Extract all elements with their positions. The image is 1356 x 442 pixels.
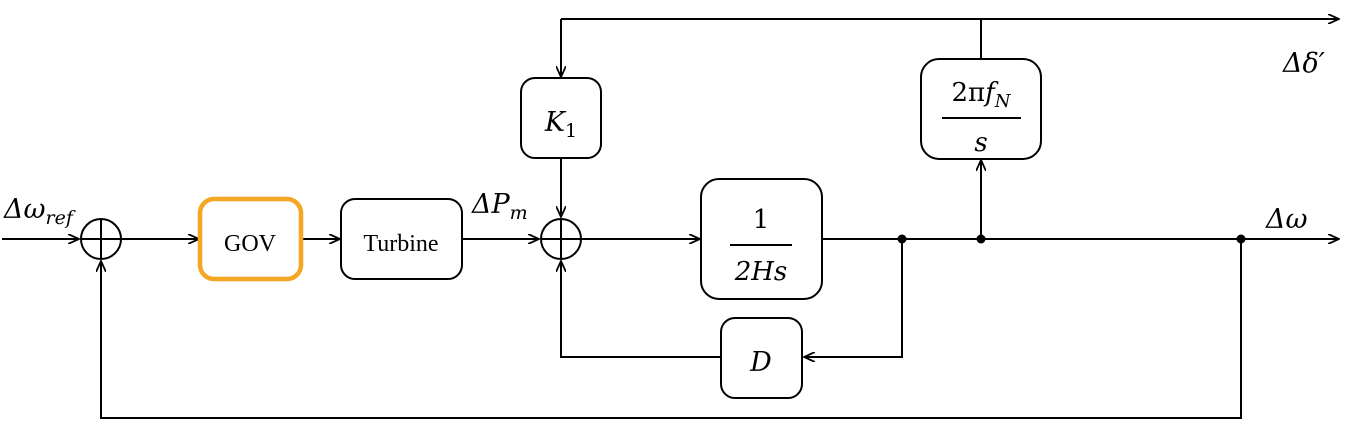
damping-label: D <box>749 347 772 378</box>
pm-label: ΔPm <box>471 189 528 224</box>
integrator-block[interactable]: 2πfN s <box>920 58 1042 160</box>
summing-junction-1 <box>80 218 122 260</box>
inertia-denominator: 2Hs <box>734 257 788 287</box>
outer-feedback-wire <box>101 239 1242 419</box>
junction-dot <box>976 234 986 244</box>
junction-dot <box>897 234 907 244</box>
delta-output-label: Δδ′ <box>1282 48 1325 79</box>
inertia-numerator: 1 <box>753 205 770 235</box>
k1-label: K1 <box>544 107 577 142</box>
damping-block[interactable]: D <box>720 317 803 399</box>
damping-to-sum2-wire <box>561 261 720 358</box>
integrator-denominator: s <box>974 128 987 158</box>
gov-block[interactable]: GOV <box>197 196 304 282</box>
turbine-block[interactable]: Turbine <box>340 198 463 280</box>
turbine-label: Turbine <box>363 231 438 257</box>
inertia-block[interactable]: 1 2Hs <box>700 178 823 300</box>
summing-junction-2 <box>540 218 582 260</box>
gov-label: GOV <box>224 231 277 257</box>
omega-output-label: Δω <box>1265 204 1308 235</box>
junction-dot <box>1236 234 1246 244</box>
k1-block[interactable]: K1 <box>520 77 602 159</box>
omega-to-damping-wire <box>804 239 903 357</box>
input-ref-label: Δωref <box>3 194 76 229</box>
integrator-numerator: 2πfN <box>951 78 1011 112</box>
